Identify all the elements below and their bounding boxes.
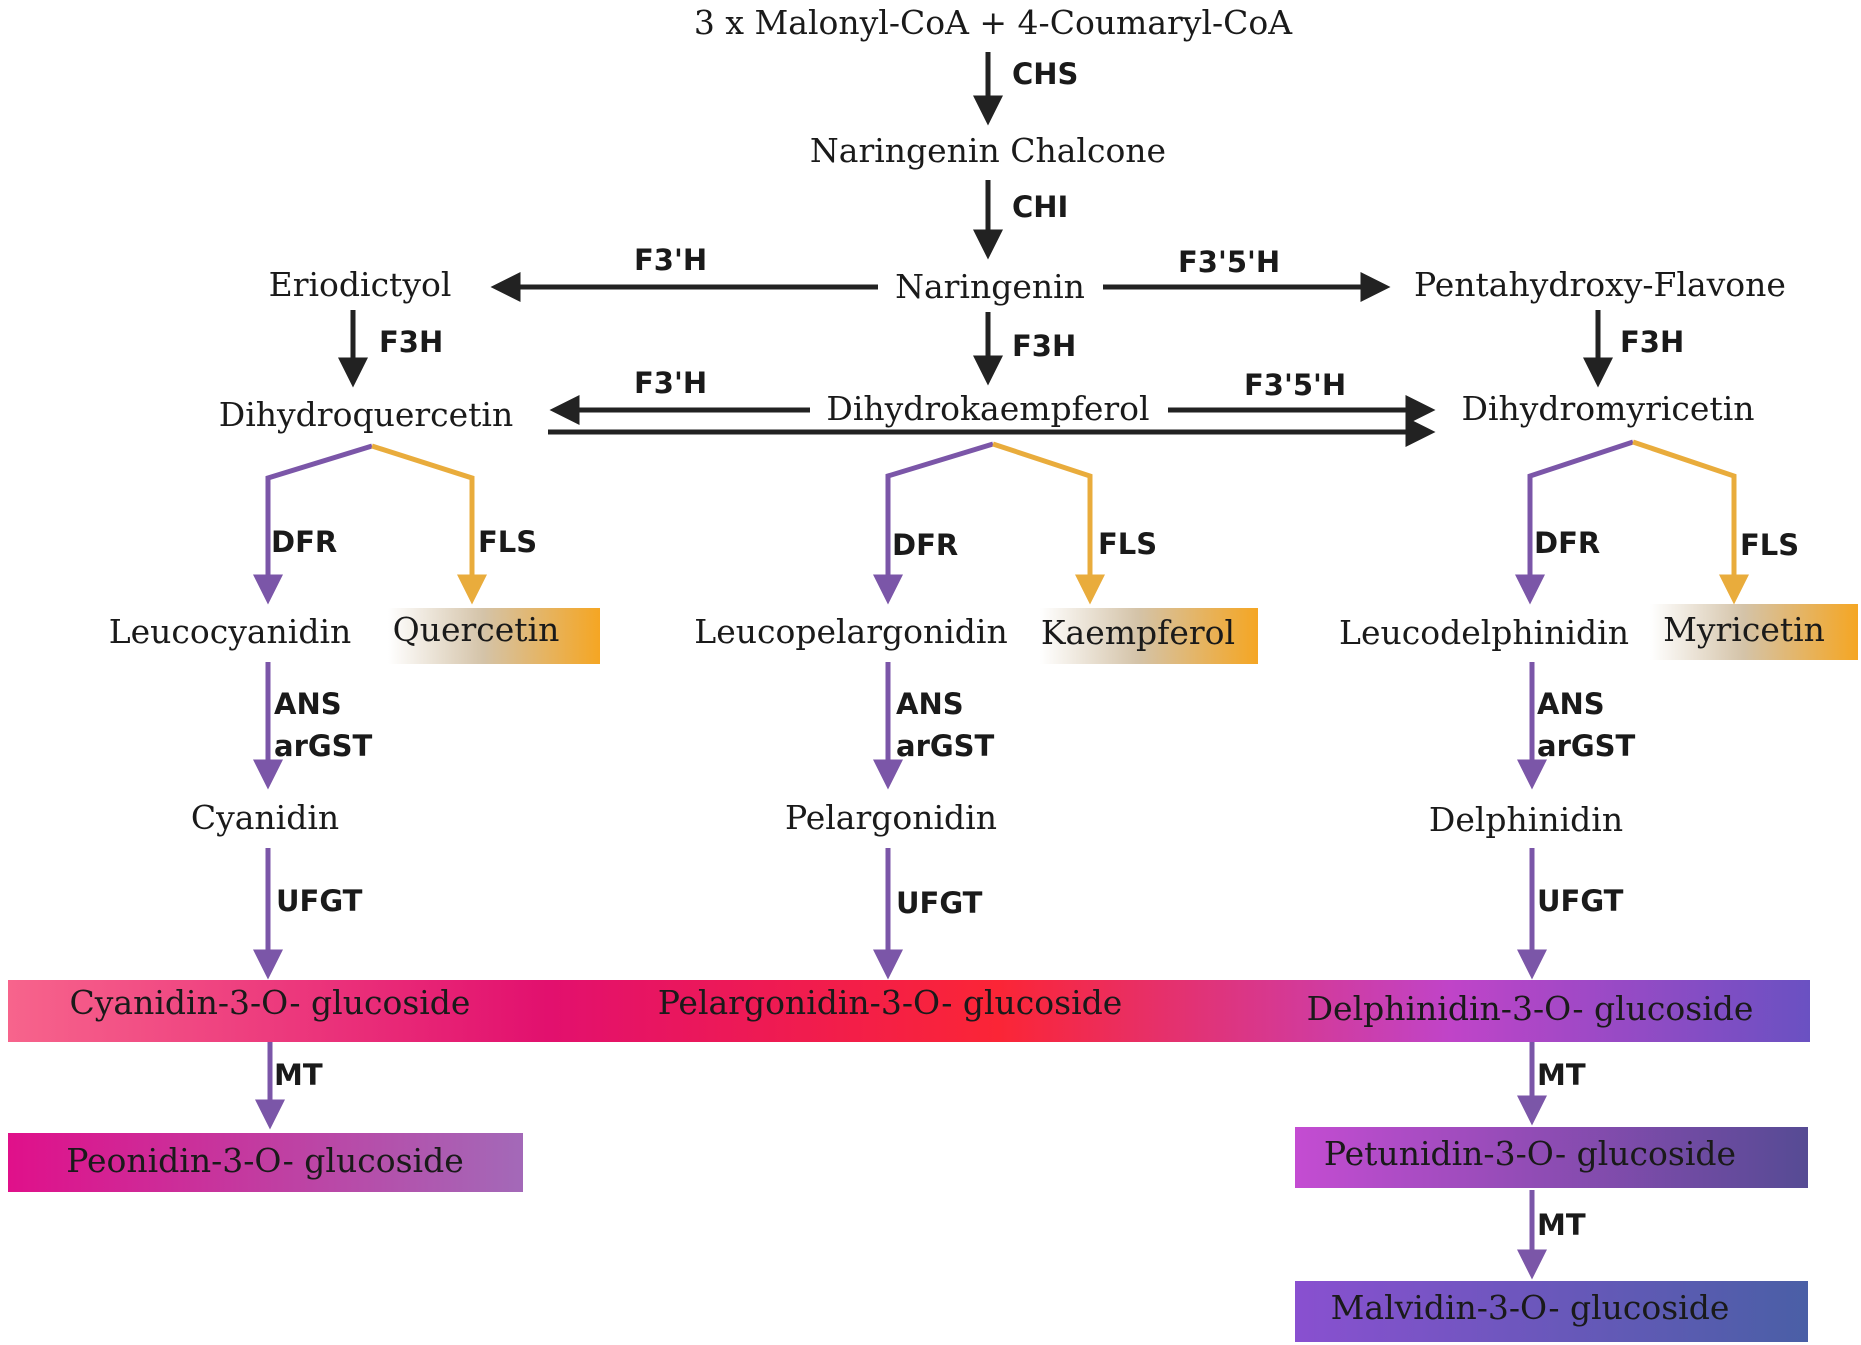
- pentahydroxy-flavone-label: Pentahydroxy-Flavone: [1414, 265, 1786, 304]
- f3h-label-center: F3H: [1012, 329, 1076, 363]
- malvidin-3-glucoside-label: Malvidin-3-O- glucoside: [1331, 1288, 1730, 1327]
- dihydrokaempferol-dfr-branch: [873, 441, 994, 605]
- precursors-label: 3 x Malonyl-CoA + 4-Coumaryl-CoA: [694, 3, 1293, 42]
- dfr-label-right: DFR: [1534, 526, 1600, 560]
- dihydroquercetin-dfr-branch: [253, 443, 373, 605]
- dihydromyricetin-label: Dihydromyricetin: [1461, 389, 1754, 428]
- chi-label: CHI: [1012, 190, 1068, 224]
- pelargonidin-3-glucoside-label: Pelargonidin-3-O- glucoside: [658, 983, 1123, 1022]
- dihydrokaempferol-label: Dihydrokaempferol: [826, 389, 1149, 428]
- peonidin-box: [8, 1133, 523, 1192]
- dihydroquercetin-fls-branch: [371, 443, 487, 605]
- mt-label-left: MT: [274, 1058, 323, 1092]
- dfr-label-left: DFR: [271, 525, 337, 559]
- dihydroquercetin-label: Dihydroquercetin: [219, 395, 513, 434]
- leucopelargonidin-label: Leucopelargonidin: [694, 612, 1007, 651]
- petunidin-3-glucoside-label: Petunidin-3-O- glucoside: [1324, 1134, 1736, 1173]
- mt-label-right-1: MT: [1537, 1058, 1586, 1092]
- chs-label: CHS: [1012, 57, 1078, 91]
- mt-label-right-2: MT: [1537, 1208, 1586, 1242]
- f3h-prime-label-upper: F3'H: [634, 243, 707, 277]
- dihydrokaempferol-fls-branch: [992, 441, 1105, 605]
- malvidin-box: [1295, 1281, 1808, 1342]
- ans-label-right: ANS: [1537, 687, 1605, 721]
- fls-label-left: FLS: [478, 525, 537, 559]
- f3h-label-left: F3H: [379, 325, 443, 359]
- myricetin-box: [1650, 604, 1858, 660]
- cyanidin-label: Cyanidin: [191, 798, 339, 837]
- fls-label-center: FLS: [1098, 527, 1157, 561]
- f3h-prime-label-lower: F3'H: [634, 366, 707, 400]
- leucocyanidin-label: Leucocyanidin: [109, 612, 352, 651]
- quercetin-label: Quercetin: [393, 610, 560, 649]
- fls-label-right: FLS: [1740, 528, 1799, 562]
- delphinidin-3-glucoside-label: Delphinidin-3-O- glucoside: [1307, 989, 1754, 1028]
- peonidin-3-glucoside-label: Peonidin-3-O- glucoside: [66, 1141, 463, 1180]
- leucodelphinidin-label: Leucodelphinidin: [1339, 613, 1629, 652]
- petunidin-box: [1295, 1127, 1808, 1188]
- ufgt-label-right: UFGT: [1537, 884, 1624, 918]
- naringenin-chalcone-label: Naringenin Chalcone: [810, 131, 1166, 170]
- dihydromyricetin-dfr-branch: [1515, 439, 1634, 605]
- quercetin-box: [388, 608, 600, 664]
- dfr-label-center: DFR: [892, 528, 958, 562]
- ufgt-label-center: UFGT: [896, 886, 983, 920]
- cyanidin-3-glucoside-label: Cyanidin-3-O- glucoside: [70, 983, 471, 1022]
- delphinidin-label: Delphinidin: [1429, 800, 1623, 839]
- f3h-label-right: F3H: [1620, 325, 1684, 359]
- kaempferol-box: [1040, 608, 1258, 664]
- pelargonidin-label: Pelargonidin: [785, 798, 997, 837]
- myricetin-label: Myricetin: [1663, 610, 1825, 649]
- kaempferol-label: Kaempferol: [1041, 613, 1235, 652]
- argst-label-right: arGST: [1537, 729, 1636, 763]
- glucoside-band: [8, 980, 1810, 1042]
- f35h-label-upper: F3'5'H: [1178, 245, 1280, 279]
- argst-label-left: arGST: [274, 729, 373, 763]
- eriodictyol-label: Eriodictyol: [269, 265, 452, 304]
- ans-label-center: ANS: [896, 687, 964, 721]
- ufgt-label-left: UFGT: [276, 884, 363, 918]
- ans-label-left: ANS: [274, 687, 342, 721]
- naringenin-label: Naringenin: [895, 267, 1085, 306]
- f35h-label-lower: F3'5'H: [1244, 368, 1346, 402]
- dihydromyricetin-fls-branch: [1632, 439, 1749, 605]
- argst-label-center: arGST: [896, 729, 995, 763]
